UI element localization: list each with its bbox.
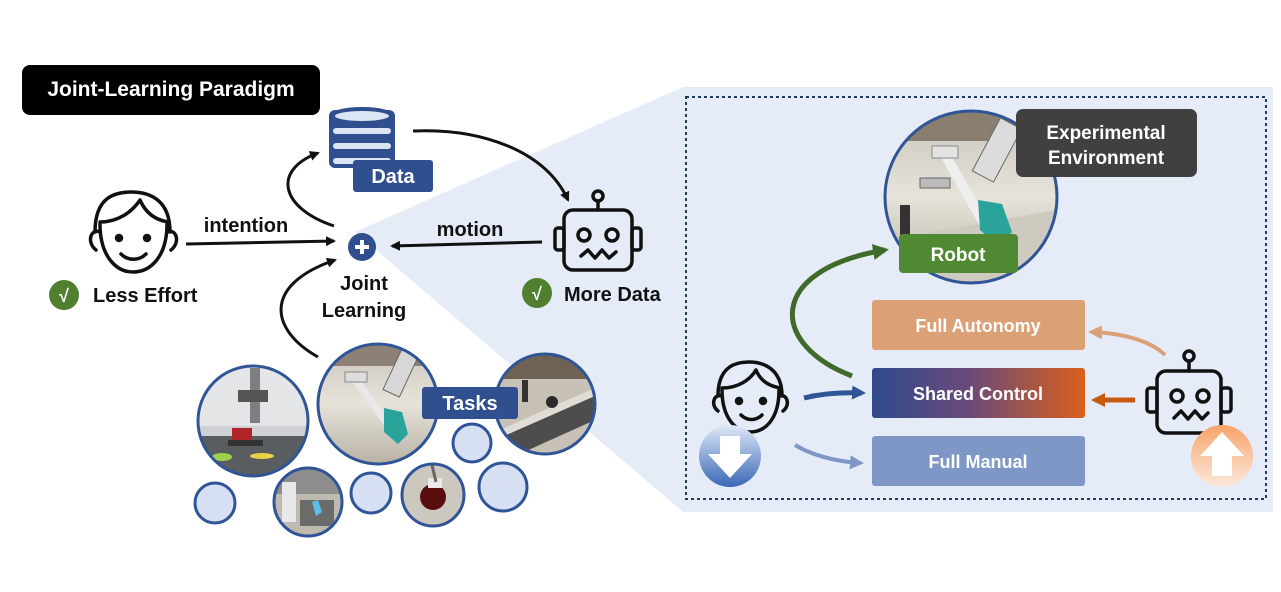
arrow-robot-to-autonomy — [1088, 325, 1167, 357]
motion-label: motion — [437, 219, 504, 241]
task-placeholder-circle — [349, 471, 393, 515]
env-label-box — [1016, 109, 1197, 177]
more-data-label: More Data — [564, 284, 662, 306]
mode-full-autonomy — [872, 300, 1085, 350]
env-label-line2: Environment — [1048, 148, 1165, 169]
database-icon — [329, 107, 395, 168]
checkmark-icon — [522, 278, 552, 308]
task-placeholder-circle — [451, 422, 493, 464]
check-mark-human: √ — [59, 286, 69, 306]
env-label-line1: Experimental — [1046, 123, 1165, 144]
up-arrow-icon — [1191, 425, 1253, 487]
task-placeholder-circle — [477, 461, 529, 513]
task-thumbnail-manipulation — [272, 466, 344, 538]
check-mark-robot: √ — [532, 284, 542, 304]
arrow-human-to-manual — [793, 443, 864, 470]
robot-label: Robot — [931, 245, 987, 266]
arrow-human-to-shared — [803, 385, 866, 401]
data-label-box — [353, 160, 433, 192]
arrow-shared-to-robot — [789, 244, 889, 379]
human-face-icon — [711, 360, 790, 434]
mode-shared-control-label: Shared Control — [913, 384, 1043, 404]
human-face-icon — [88, 190, 179, 274]
joint-label: Joint — [340, 273, 388, 295]
mode-full-manual — [872, 436, 1085, 486]
mode-full-autonomy-label: Full Autonomy — [915, 316, 1040, 336]
task-thumbnail-real-lab — [196, 364, 310, 478]
robot-face-icon — [1145, 349, 1233, 435]
task-thumbnail-hammer — [316, 342, 440, 466]
arrow-to-data — [286, 151, 335, 228]
robot-label-box — [899, 234, 1018, 273]
mode-shared-control — [872, 368, 1085, 418]
data-label: Data — [371, 166, 415, 188]
arrow-tasks-to-joint — [279, 257, 337, 359]
title-box — [22, 65, 320, 115]
page-title: Joint-Learning Paradigm — [47, 78, 294, 101]
checkmark-icon — [49, 280, 79, 310]
learning-label: Learning — [322, 300, 406, 322]
intention-label: intention — [204, 215, 288, 237]
task-thumbnail-topdown — [400, 462, 466, 528]
plus-icon — [348, 233, 376, 261]
down-arrow-icon — [699, 425, 761, 487]
task-placeholder-circle — [193, 481, 237, 525]
robot-face-icon — [553, 189, 643, 272]
intention-arrow — [185, 236, 336, 247]
less-effort-label: Less Effort — [93, 285, 198, 307]
arrow-data-to-robot — [412, 129, 570, 202]
motion-arrow — [390, 240, 543, 251]
detail-panel-border — [685, 96, 1267, 500]
tasks-label-box — [422, 387, 518, 419]
tasks-label: Tasks — [442, 393, 497, 415]
mode-full-manual-label: Full Manual — [929, 452, 1028, 472]
